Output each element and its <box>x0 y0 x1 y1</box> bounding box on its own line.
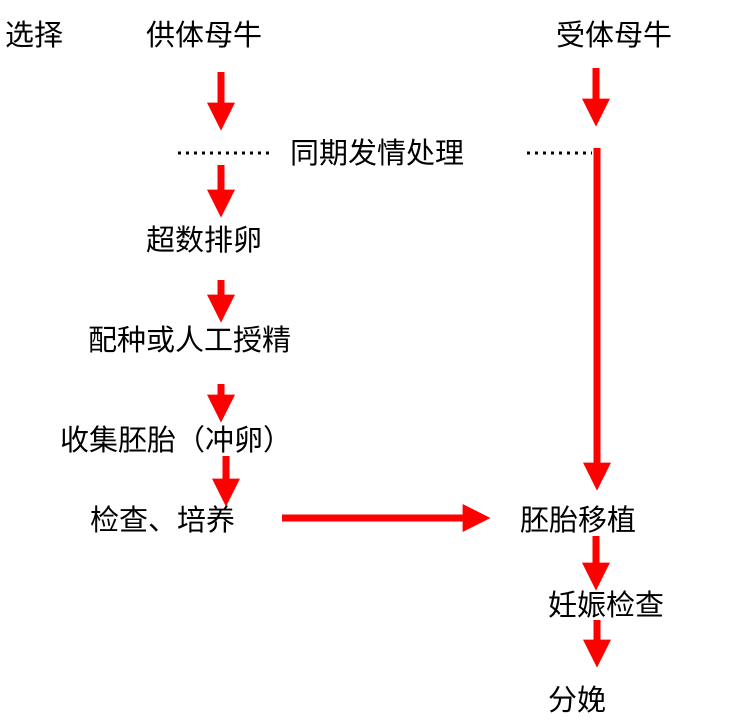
label-collect-embryos: 收集胚胎（冲卵） <box>60 423 292 457</box>
label-synchronization: 同期发情处理 <box>290 136 464 170</box>
label-birth: 分娩 <box>548 683 606 717</box>
label-inspect-culture: 检查、培养 <box>90 503 235 537</box>
label-pregnancy-check: 妊娠检查 <box>548 588 664 622</box>
label-embryo-transfer: 胚胎移植 <box>520 503 636 537</box>
label-insemination: 配种或人工授精 <box>88 323 291 357</box>
label-donor-cow: 供体母牛 <box>146 18 262 52</box>
label-select: 选择 <box>5 18 63 52</box>
label-superovulation: 超数排卵 <box>146 223 262 257</box>
label-recipient-cow: 受体母牛 <box>556 18 672 52</box>
